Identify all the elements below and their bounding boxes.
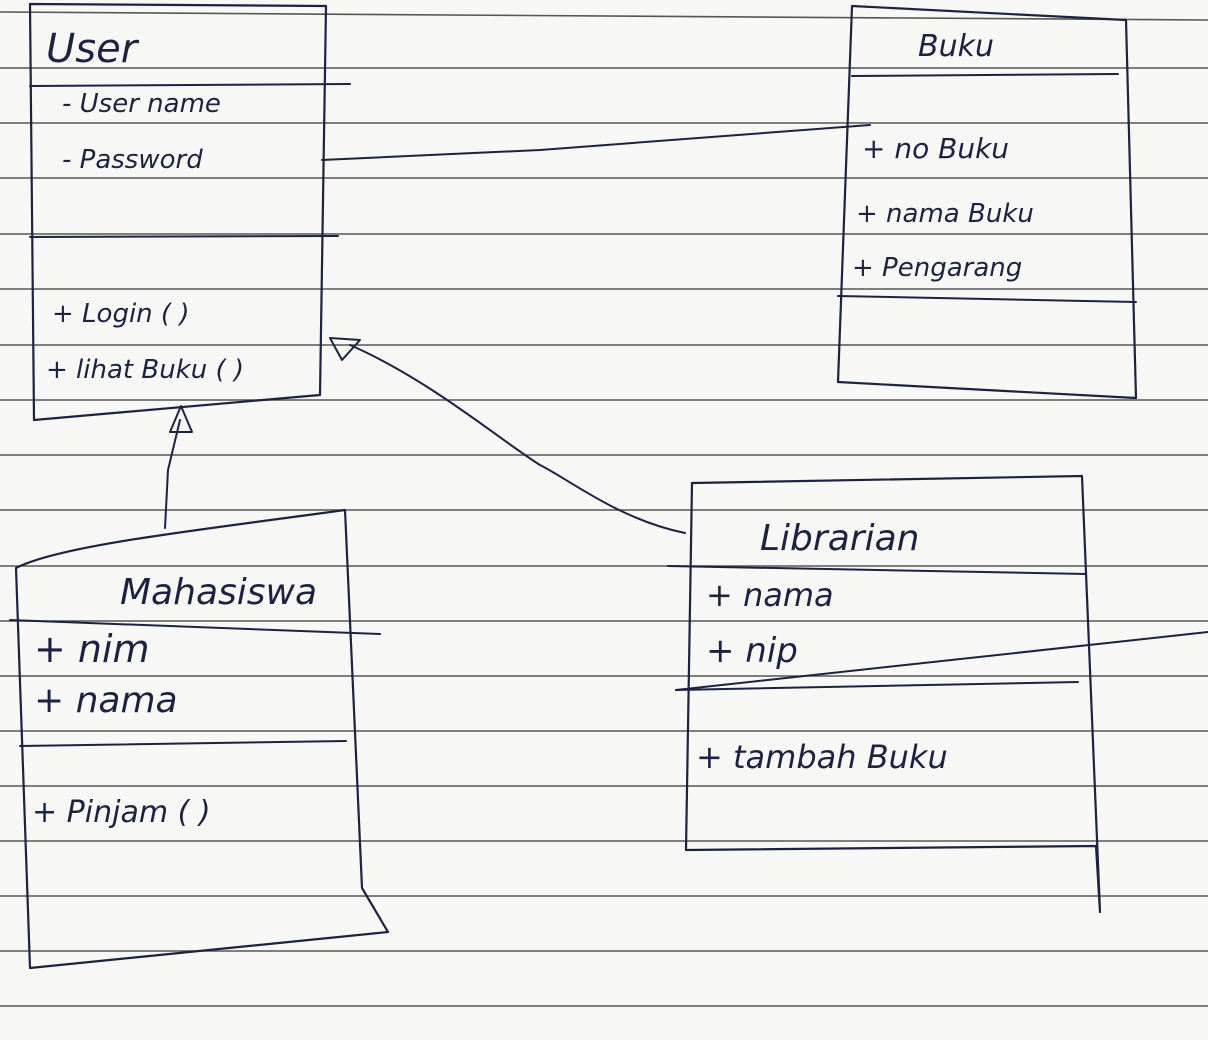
class-librarian-divider-1 [667,565,1087,575]
class-librarian-attribute-2: + nip [706,631,798,671]
class-mahasiswa-name: Mahasiswa [120,572,317,613]
class-buku-attribute-2: + nama Buku [856,199,1034,229]
class-user-divider-1 [29,83,351,87]
class-mahasiswa-method-1: + Pinjam ( ) [32,795,211,830]
class-librarian-divider-2 [675,631,1208,691]
class-buku-divider-2 [837,295,1137,303]
class-librarian: Librarian + nama + nip + tambah Buku [667,474,1208,914]
notebook-ruled-lines [0,11,1208,1007]
class-librarian-attribute-1: + nama [706,576,834,614]
class-mahasiswa: Mahasiswa + nim + nama + Pinjam ( ) [9,508,390,970]
class-mahasiswa-box [14,508,390,970]
class-buku-box [836,4,1138,400]
class-user: User - User name - Password + Login ( ) … [28,2,351,422]
class-user-name: User [46,26,140,72]
class-librarian-name: Librarian [760,518,919,559]
class-user-method-2: + lihat Buku ( ) [46,355,244,385]
class-mahasiswa-divider-2 [19,740,347,747]
class-user-box [28,2,328,422]
generalization-arrowhead-user [169,405,193,433]
relationships [164,124,871,534]
class-buku-divider-1 [851,73,1119,77]
association-line-user-buku [321,124,871,161]
class-buku-attribute-1: + no Buku [862,132,1009,165]
class-librarian-box [684,474,1102,914]
class-user-attribute-2: - Password [62,145,203,175]
class-mahasiswa-attribute-2: + nama [34,680,178,721]
class-librarian-method-1: + tambah Buku [696,738,948,776]
class-buku-attribute-3: + Pengarang [852,253,1022,283]
generalization-arrowhead-user-2 [329,337,361,361]
class-librarian-divider-3 [675,681,1079,691]
generalization-line-librarian-user [349,344,686,534]
generalization-line-mahasiswa-user [164,419,181,529]
class-mahasiswa-divider-1 [9,619,381,635]
class-user-attribute-1: - User name [62,89,221,119]
class-buku-name: Buku [918,29,994,64]
class-mahasiswa-attribute-1: + nim [34,627,150,671]
class-buku: Buku + no Buku + nama Buku + Pengarang [836,4,1138,400]
class-user-divider-2 [29,235,339,238]
class-user-method-1: + Login ( ) [52,299,189,329]
